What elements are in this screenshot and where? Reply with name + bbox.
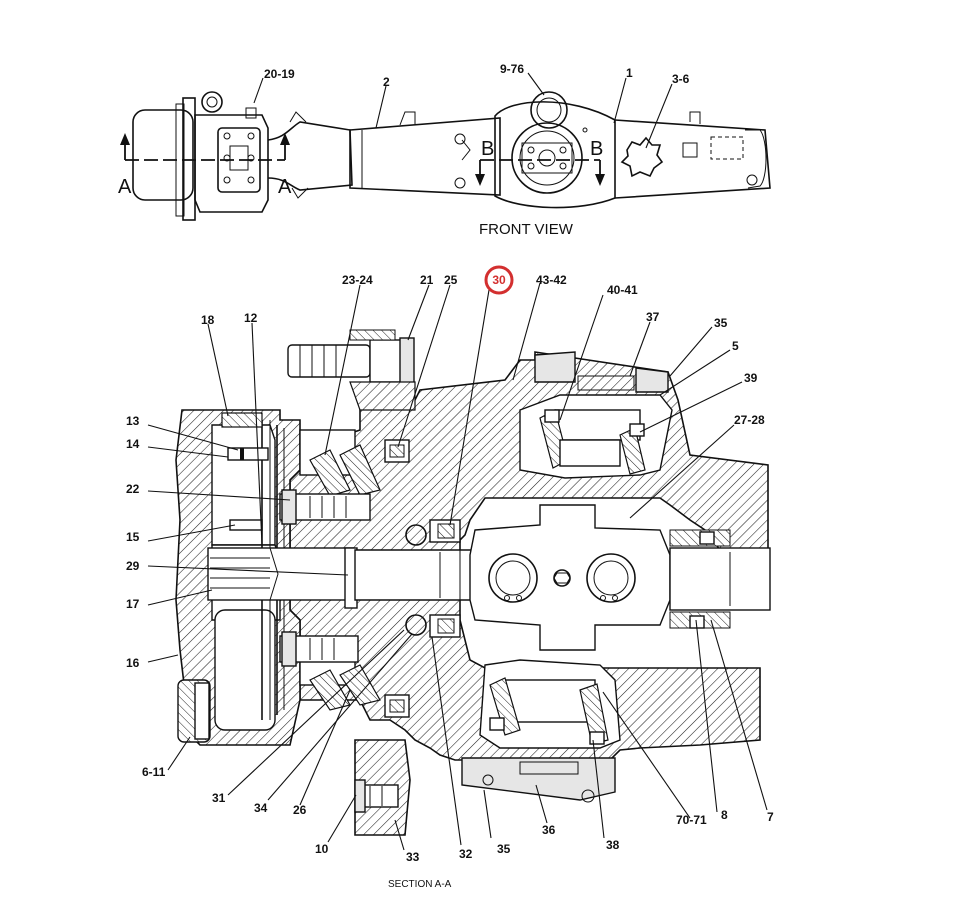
callout-17: 17 [126,597,140,611]
callout-27-28: 27-28 [734,413,765,427]
section-caption: SECTION A-A [388,879,452,890]
section-b-left-label: B [481,138,494,160]
section-view-drawing [175,329,771,836]
callout-25: 25 [444,273,458,287]
callout-8: 8 [721,808,728,822]
callout-22: 22 [126,482,140,496]
callout-5: 5 [732,339,739,353]
callout-29: 29 [126,559,140,573]
front-view-title: FRONT VIEW [479,221,574,238]
section-b-right-label: B [590,138,603,160]
callout-35-bottom: 35 [497,842,511,856]
highlight-ring [484,265,514,295]
callout-70-71: 70-71 [676,813,707,827]
callout-7: 7 [767,810,774,824]
callout-36: 36 [542,823,556,837]
callout-34: 34 [254,801,268,815]
callout-26: 26 [293,803,307,817]
callout-2: 2 [383,75,390,89]
section-leader-lines [147,282,768,851]
callout-6-11: 6-11 [142,765,166,779]
callout-18: 18 [201,313,215,327]
callout-32: 32 [459,847,473,861]
callout-30-highlighted: 30 [492,273,506,287]
callout-40-41: 40-41 [607,283,638,297]
callout-20-19: 20-19 [264,67,295,81]
callout-43-42: 43-42 [536,273,567,287]
callout-39: 39 [744,371,758,385]
callout-38: 38 [606,838,620,852]
callout-12: 12 [244,311,258,325]
callout-13: 13 [126,414,140,428]
callout-37: 37 [646,310,660,324]
front-view-drawing [120,72,771,221]
callout-23-24: 23-24 [342,273,373,287]
section-a-right-label: A [278,176,292,198]
callout-35-top: 35 [714,316,728,330]
callout-16: 16 [126,656,140,670]
section-a-left-label: A [118,176,132,198]
callout-21: 21 [420,273,434,287]
callout-1: 1 [626,66,633,80]
callout-14: 14 [126,437,140,451]
callout-10: 10 [315,842,329,856]
callout-31: 31 [212,791,226,805]
callout-33: 33 [406,850,420,864]
callout-15: 15 [126,530,140,544]
callout-9-76: 9-76 [500,62,524,76]
callout-3-6: 3-6 [672,72,690,86]
